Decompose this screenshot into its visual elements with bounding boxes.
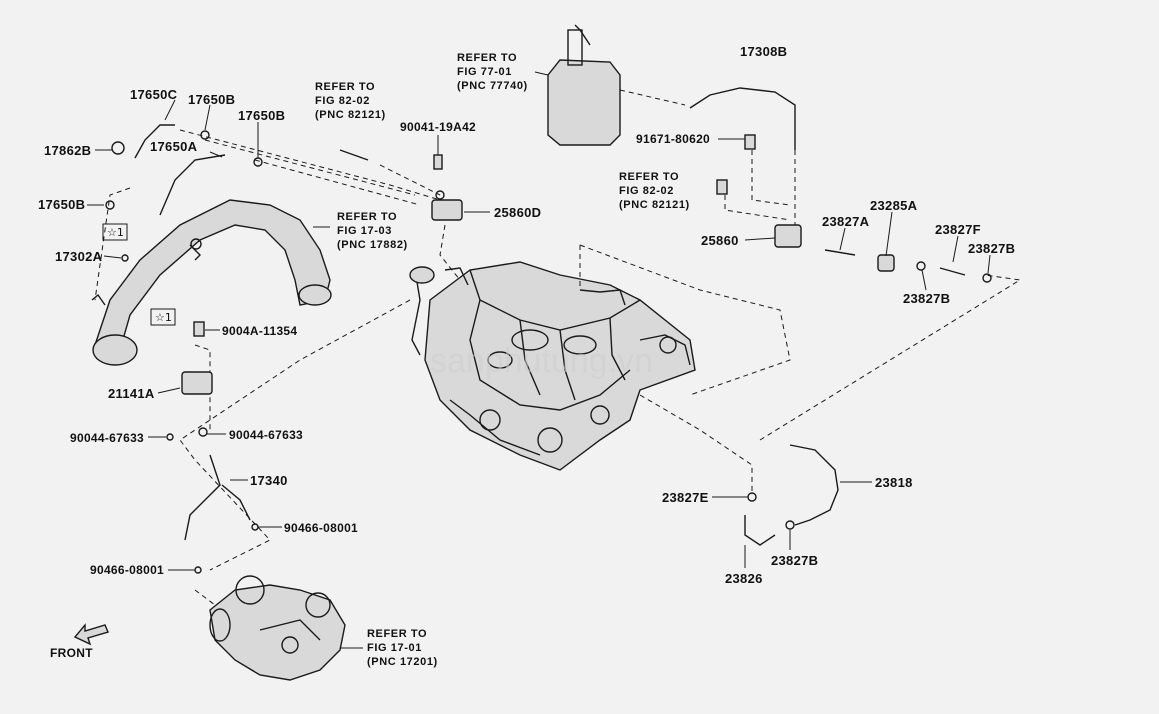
ref-fig7701-line2: FIG 77-01 bbox=[457, 66, 512, 78]
intake-hose bbox=[91, 199, 332, 366]
ref-fig1701-line2: FIG 17-01 bbox=[367, 642, 422, 654]
label-25860: 25860 bbox=[701, 233, 739, 248]
label-25860D: 25860D bbox=[494, 205, 541, 220]
ref-fig7701-line3: (PNC 77740) bbox=[457, 80, 528, 92]
turbocharger bbox=[209, 575, 346, 681]
label-90044-67633-left: 90044-67633 bbox=[70, 431, 144, 445]
small-hoses-top-left bbox=[105, 124, 263, 262]
label-23827F: 23827F bbox=[935, 222, 981, 237]
watermark-text: sanphutung.vn bbox=[430, 342, 653, 380]
dashed-reference-lines bbox=[94, 89, 1022, 606]
ref-fig7701-line1: REFER TO bbox=[457, 52, 517, 64]
ref-fig8202a-line3: (PNC 82121) bbox=[315, 109, 386, 121]
ref-fig1701-line1: REFER TO bbox=[367, 628, 427, 640]
label-23827B-2: 23827B bbox=[903, 291, 950, 306]
label-17862B: 17862B bbox=[44, 143, 91, 158]
label-17340: 17340 bbox=[250, 473, 288, 488]
label-17302A: 17302A bbox=[55, 249, 103, 264]
label-17650B-1: 17650B bbox=[188, 92, 235, 107]
label-17650B-3: 17650B bbox=[38, 197, 85, 212]
leader-lines bbox=[87, 71, 991, 649]
label-front: FRONT bbox=[50, 646, 93, 660]
label-17650C: 17650C bbox=[130, 87, 178, 102]
label-23818: 23818 bbox=[875, 475, 913, 490]
hose-17308B bbox=[689, 87, 796, 150]
star-marker-1: ☆1 bbox=[107, 226, 124, 239]
sensor-21141A bbox=[166, 321, 213, 441]
ref-fig8202b-line3: (PNC 82121) bbox=[619, 199, 690, 211]
ref-fig1703-line2: FIG 17-03 bbox=[337, 225, 392, 237]
ref-fig8202a-line2: FIG 82-02 bbox=[315, 95, 370, 107]
engine-assembly bbox=[409, 261, 696, 471]
ref-fig8202a-line1: REFER TO bbox=[315, 81, 375, 93]
front-arrow-icon bbox=[73, 623, 109, 646]
valve-25860D bbox=[339, 149, 463, 221]
label-9004A-11354: 9004A-11354 bbox=[222, 324, 297, 338]
label-23827B-1: 23827B bbox=[968, 241, 1015, 256]
label-17650B-2: 17650B bbox=[238, 108, 285, 123]
valve-25860 bbox=[716, 179, 992, 283]
label-90044-67633-right: 90044-67633 bbox=[229, 428, 303, 442]
label-17308B: 17308B bbox=[740, 44, 787, 59]
label-90466-08001-left: 90466-08001 bbox=[90, 563, 164, 577]
label-23827B-3: 23827B bbox=[771, 553, 818, 568]
star-marker-boxes: ☆1 ☆1 bbox=[102, 223, 176, 326]
label-90041-19A42: 90041-19A42 bbox=[400, 120, 476, 134]
star-marker-2: ☆1 bbox=[155, 311, 172, 324]
hose-17340 bbox=[184, 454, 259, 574]
label-90466-08001-right: 90466-08001 bbox=[284, 521, 358, 535]
label-23826: 23826 bbox=[725, 571, 763, 586]
label-17650A: 17650A bbox=[150, 139, 198, 154]
label-23827E: 23827E bbox=[662, 490, 709, 505]
part-labels: 17650C 17650B 17650B 17862B 17650A 17650… bbox=[38, 44, 1015, 660]
ref-fig1701-line3: (PNC 17201) bbox=[367, 656, 438, 668]
ref-fig8202b-line2: FIG 82-02 bbox=[619, 185, 674, 197]
ref-fig1703-line3: (PNC 17882) bbox=[337, 239, 408, 251]
charcoal-canister bbox=[547, 24, 621, 146]
tube-23818 bbox=[744, 444, 839, 546]
ref-fig8202b-line1: REFER TO bbox=[619, 171, 679, 183]
label-23285A: 23285A bbox=[870, 198, 918, 213]
label-91671-80620: 91671-80620 bbox=[636, 132, 710, 146]
label-23827A: 23827A bbox=[822, 214, 870, 229]
label-21141A: 21141A bbox=[108, 386, 155, 401]
reference-notes: REFER TO FIG 77-01 (PNC 77740) REFER TO … bbox=[315, 52, 690, 668]
ref-fig1703-line1: REFER TO bbox=[337, 211, 397, 223]
